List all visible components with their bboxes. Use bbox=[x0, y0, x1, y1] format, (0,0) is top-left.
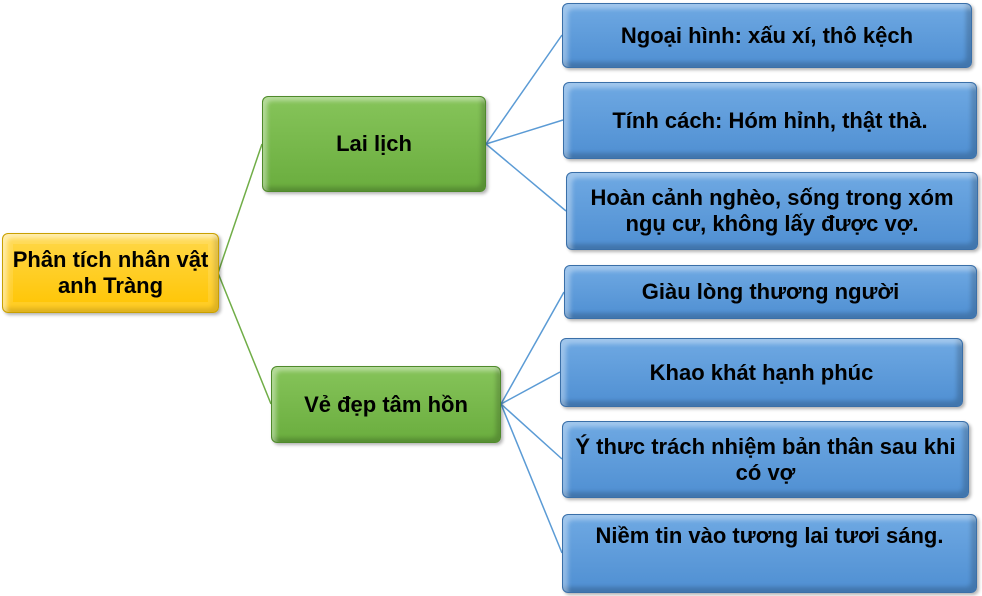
branch-lai-lich: Lai lịch bbox=[262, 96, 486, 192]
link-lai-lich-1 bbox=[485, 34, 563, 145]
link-ve-dep-1 bbox=[500, 291, 565, 405]
leaf-y-thuc: Ý thưc trách nhiệm bản thân sau khi có v… bbox=[562, 421, 969, 498]
link-ve-dep-3 bbox=[500, 403, 563, 460]
link-ve-dep-2 bbox=[500, 371, 561, 405]
branch-ve-dep-tam-hon: Vẻ đẹp tâm hồn bbox=[271, 366, 501, 443]
link-root-lai-lich bbox=[217, 143, 263, 274]
link-ve-dep-4 bbox=[500, 403, 563, 554]
leaf-ngoai-hinh: Ngoại hình: xấu xí, thô kệch bbox=[562, 3, 972, 68]
link-lai-lich-2 bbox=[485, 119, 564, 145]
leaf-tinh-cach: Tính cách: Hóm hỉnh, thật thà. bbox=[563, 82, 977, 159]
leaf-khao-khat: Khao khát hạnh phúc bbox=[560, 338, 963, 407]
link-root-ve-dep bbox=[217, 272, 272, 405]
leaf-hoan-canh: Hoàn cảnh nghèo, sống trong xóm ngụ cư, … bbox=[566, 172, 978, 250]
leaf-giau-long-thuong: Giàu lòng thương người bbox=[564, 265, 977, 319]
leaf-niem-tin: Niềm tin vào tương lai tươi sáng. bbox=[562, 514, 977, 593]
link-lai-lich-3 bbox=[485, 143, 567, 212]
root-node: Phân tích nhân vật anh Tràng bbox=[2, 233, 219, 313]
